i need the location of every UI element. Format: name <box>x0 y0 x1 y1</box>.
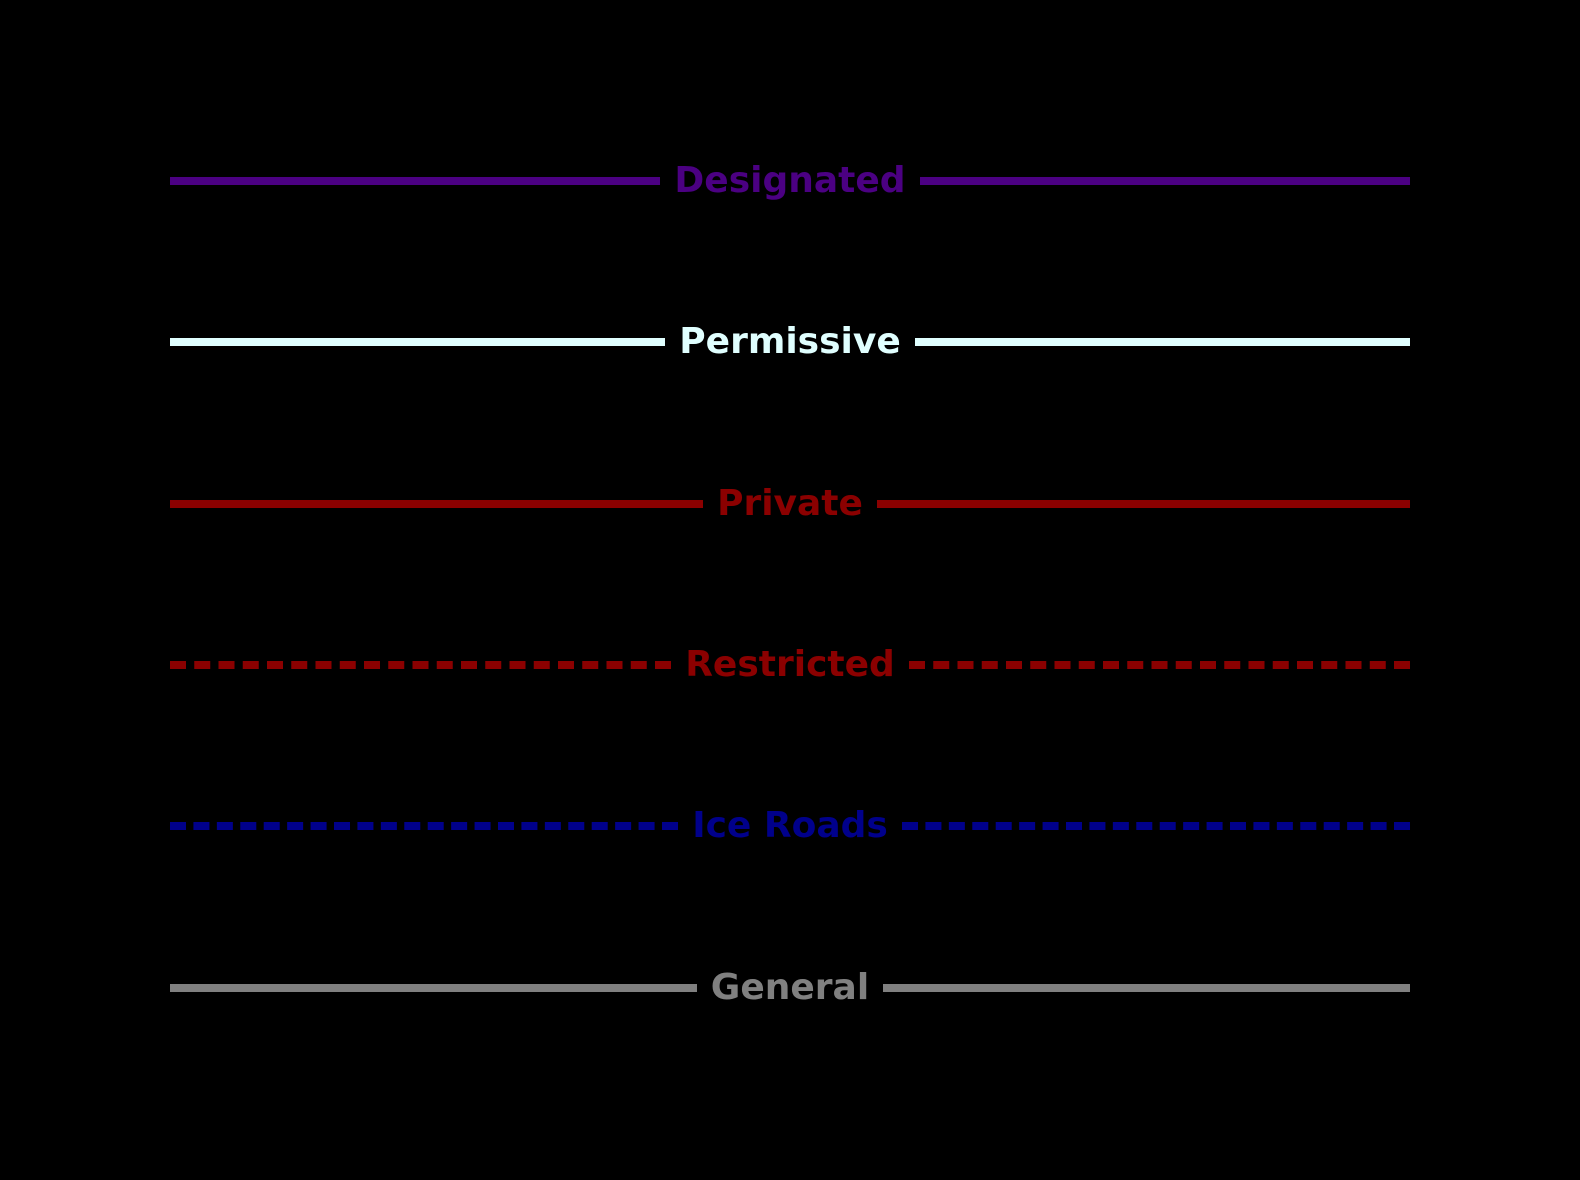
legend-line-left <box>170 338 666 346</box>
legend-line-left <box>170 177 661 185</box>
legend-line-right <box>883 984 1410 992</box>
legend-line-left <box>170 822 679 830</box>
legend-label: Ice Roads <box>692 805 888 846</box>
legend-entry: Ice Roads <box>170 796 1411 856</box>
legend-label: Restricted <box>685 644 895 685</box>
legend-label: Private <box>717 483 863 524</box>
legend-label: Designated <box>674 160 906 201</box>
legend-line-right <box>919 177 1410 185</box>
legend-line-right <box>908 661 1411 669</box>
legend-label: General <box>710 967 870 1008</box>
legend-entry: Permissive <box>170 312 1411 372</box>
legend-line-right <box>901 822 1411 830</box>
legend-entry: General <box>170 958 1410 1018</box>
legend-line-right <box>876 500 1410 508</box>
legend-entry: Private <box>170 474 1410 534</box>
legend-line-left <box>170 984 697 992</box>
legend-label: Permissive <box>679 321 901 362</box>
legend-entry: Designated <box>170 151 1410 211</box>
legend-line-right <box>914 338 1411 346</box>
legend-line-left <box>170 500 704 508</box>
legend-line-left <box>170 661 672 669</box>
legend-entry: Restricted <box>170 635 1411 695</box>
